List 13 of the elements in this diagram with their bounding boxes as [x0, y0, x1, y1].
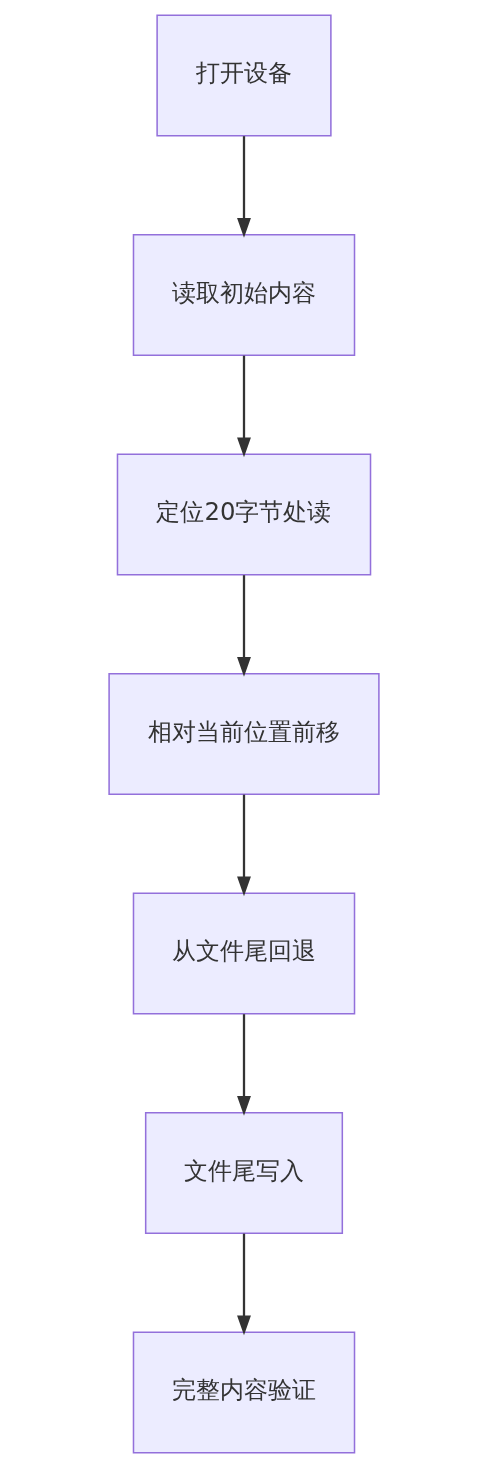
arrow	[237, 1233, 251, 1336]
arrow	[237, 575, 251, 677]
node-box: 从文件尾回退	[132, 892, 356, 1015]
node-box: 读取初始内容	[132, 234, 356, 356]
arrow	[237, 136, 251, 238]
arrow	[237, 1014, 251, 1116]
node-box: 定位20字节处读	[116, 453, 372, 576]
node-box: 文件尾写入	[144, 1112, 344, 1234]
node-box: 相对当前位置前移	[108, 673, 380, 795]
arrow	[237, 794, 251, 897]
arrow	[237, 355, 251, 458]
node-box: 完整内容验证	[132, 1331, 356, 1454]
node-box: 打开设备	[156, 14, 332, 137]
